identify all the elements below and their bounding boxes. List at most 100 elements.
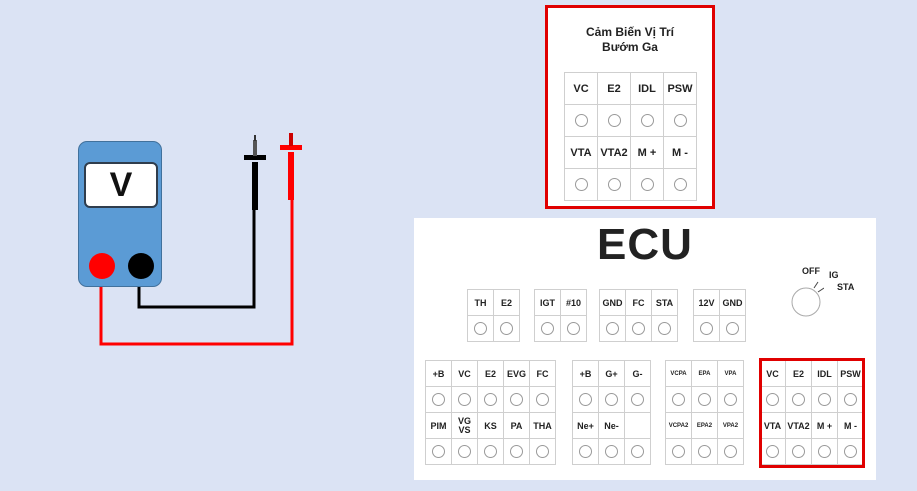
pin-label: M +	[630, 136, 664, 169]
pin-terminal[interactable]	[534, 315, 561, 342]
pin-terminal[interactable]	[811, 438, 838, 465]
pin-label: VG VS	[451, 412, 478, 439]
pin-terminal[interactable]	[693, 315, 720, 342]
pin-terminal[interactable]	[503, 438, 530, 465]
pin-label	[624, 412, 651, 439]
sensor-connector: VC E2 IDL PSW VTA VTA2 M + M -	[564, 72, 697, 201]
pin-label: GND	[719, 289, 746, 316]
pin-terminal[interactable]	[425, 438, 452, 465]
pin-terminal[interactable]	[691, 438, 718, 465]
voltmeter-symbol: V	[109, 165, 133, 204]
pin-terminal[interactable]	[624, 438, 651, 465]
negative-jack[interactable]	[128, 253, 154, 279]
pin-terminal[interactable]	[663, 104, 697, 137]
pin-terminal[interactable]	[811, 386, 838, 413]
pin-terminal[interactable]	[477, 386, 504, 413]
ecu-connector-speed: +B G+ G- Ne+ Ne-	[572, 360, 651, 465]
pin-label: #10	[560, 289, 587, 316]
pin-label: EPA2	[691, 412, 718, 439]
pin-label: M +	[811, 412, 838, 439]
pin-label: Ne+	[572, 412, 599, 439]
pin-label: VCPA2	[665, 412, 692, 439]
pin-terminal[interactable]	[624, 386, 651, 413]
pin-label: E2	[785, 360, 812, 387]
pin-terminal[interactable]	[597, 168, 631, 201]
black-probe[interactable]	[244, 135, 266, 210]
pin-label: FC	[529, 360, 556, 387]
ecu-connector-igt: IGT#10	[534, 289, 587, 342]
pin-terminal[interactable]	[598, 438, 625, 465]
pin-terminal[interactable]	[785, 438, 812, 465]
pin-terminal[interactable]	[717, 386, 744, 413]
pin-terminal[interactable]	[564, 168, 598, 201]
ignition-switch-icon[interactable]	[784, 276, 824, 320]
pin-terminal[interactable]	[759, 438, 786, 465]
pin-terminal[interactable]	[665, 438, 692, 465]
pin-terminal[interactable]	[477, 438, 504, 465]
positive-jack[interactable]	[89, 253, 115, 279]
pin-label: THA	[529, 412, 556, 439]
ecu-connector-main: +B VC E2 EVG FC PIM VG VS KS PA THA	[425, 360, 556, 465]
pin-terminal[interactable]	[467, 315, 494, 342]
pin-label: PIM	[425, 412, 452, 439]
pin-label: GND	[599, 289, 626, 316]
pin-terminal[interactable]	[598, 386, 625, 413]
pin-terminal[interactable]	[597, 104, 631, 137]
pin-terminal[interactable]	[663, 168, 697, 201]
ignition-ig-label: IG	[829, 270, 839, 280]
ignition-sta-label: STA	[837, 282, 855, 292]
red-probe[interactable]	[280, 133, 302, 200]
pin-terminal[interactable]	[599, 315, 626, 342]
pin-terminal[interactable]	[425, 386, 452, 413]
pin-label: PSW	[663, 72, 697, 105]
pin-terminal[interactable]	[625, 315, 652, 342]
pin-label: VPA	[717, 360, 744, 387]
pin-label: +B	[425, 360, 452, 387]
pin-label: Ne-	[598, 412, 625, 439]
pin-terminal[interactable]	[630, 104, 664, 137]
pin-label: G-	[624, 360, 651, 387]
pin-terminal[interactable]	[785, 386, 812, 413]
pin-terminal[interactable]	[560, 315, 587, 342]
ignition-off-label: OFF	[802, 266, 820, 276]
pin-terminal[interactable]	[651, 315, 678, 342]
pin-terminal[interactable]	[691, 386, 718, 413]
pin-terminal[interactable]	[572, 386, 599, 413]
pin-terminal[interactable]	[529, 438, 556, 465]
pin-terminal[interactable]	[837, 438, 864, 465]
pin-label: FC	[625, 289, 652, 316]
pin-terminal[interactable]	[493, 315, 520, 342]
pin-label: EPA	[691, 360, 718, 387]
pin-label: E2	[493, 289, 520, 316]
pin-terminal[interactable]	[665, 386, 692, 413]
pin-label: VTA	[759, 412, 786, 439]
pin-label: G+	[598, 360, 625, 387]
throttle-position-sensor-panel: Cảm Biến Vị Trí Bướm Ga VC E2 IDL PSW VT…	[545, 5, 715, 209]
pin-terminal[interactable]	[529, 386, 556, 413]
pin-terminal[interactable]	[837, 386, 864, 413]
pin-terminal[interactable]	[451, 438, 478, 465]
pin-label: VCPA	[665, 360, 692, 387]
pin-terminal[interactable]	[451, 386, 478, 413]
pin-terminal[interactable]	[759, 386, 786, 413]
voltmeter-display: V	[84, 162, 158, 208]
pin-label: STA	[651, 289, 678, 316]
ecu-connector-pedal: VCPA EPA VPA VCPA2 EPA2 VPA2	[665, 360, 744, 465]
pin-terminal[interactable]	[564, 104, 598, 137]
pin-label: PSW	[837, 360, 864, 387]
pin-label: EVG	[503, 360, 530, 387]
pin-terminal[interactable]	[503, 386, 530, 413]
pin-terminal[interactable]	[717, 438, 744, 465]
ecu-connector-throttle: VC E2 IDL PSW VTA VTA2 M + M -	[759, 360, 864, 465]
ecu-title: ECU	[597, 220, 693, 269]
pin-label: TH	[467, 289, 494, 316]
pin-terminal[interactable]	[719, 315, 746, 342]
pin-terminal[interactable]	[630, 168, 664, 201]
pin-label: VTA2	[785, 412, 812, 439]
pin-terminal[interactable]	[572, 438, 599, 465]
